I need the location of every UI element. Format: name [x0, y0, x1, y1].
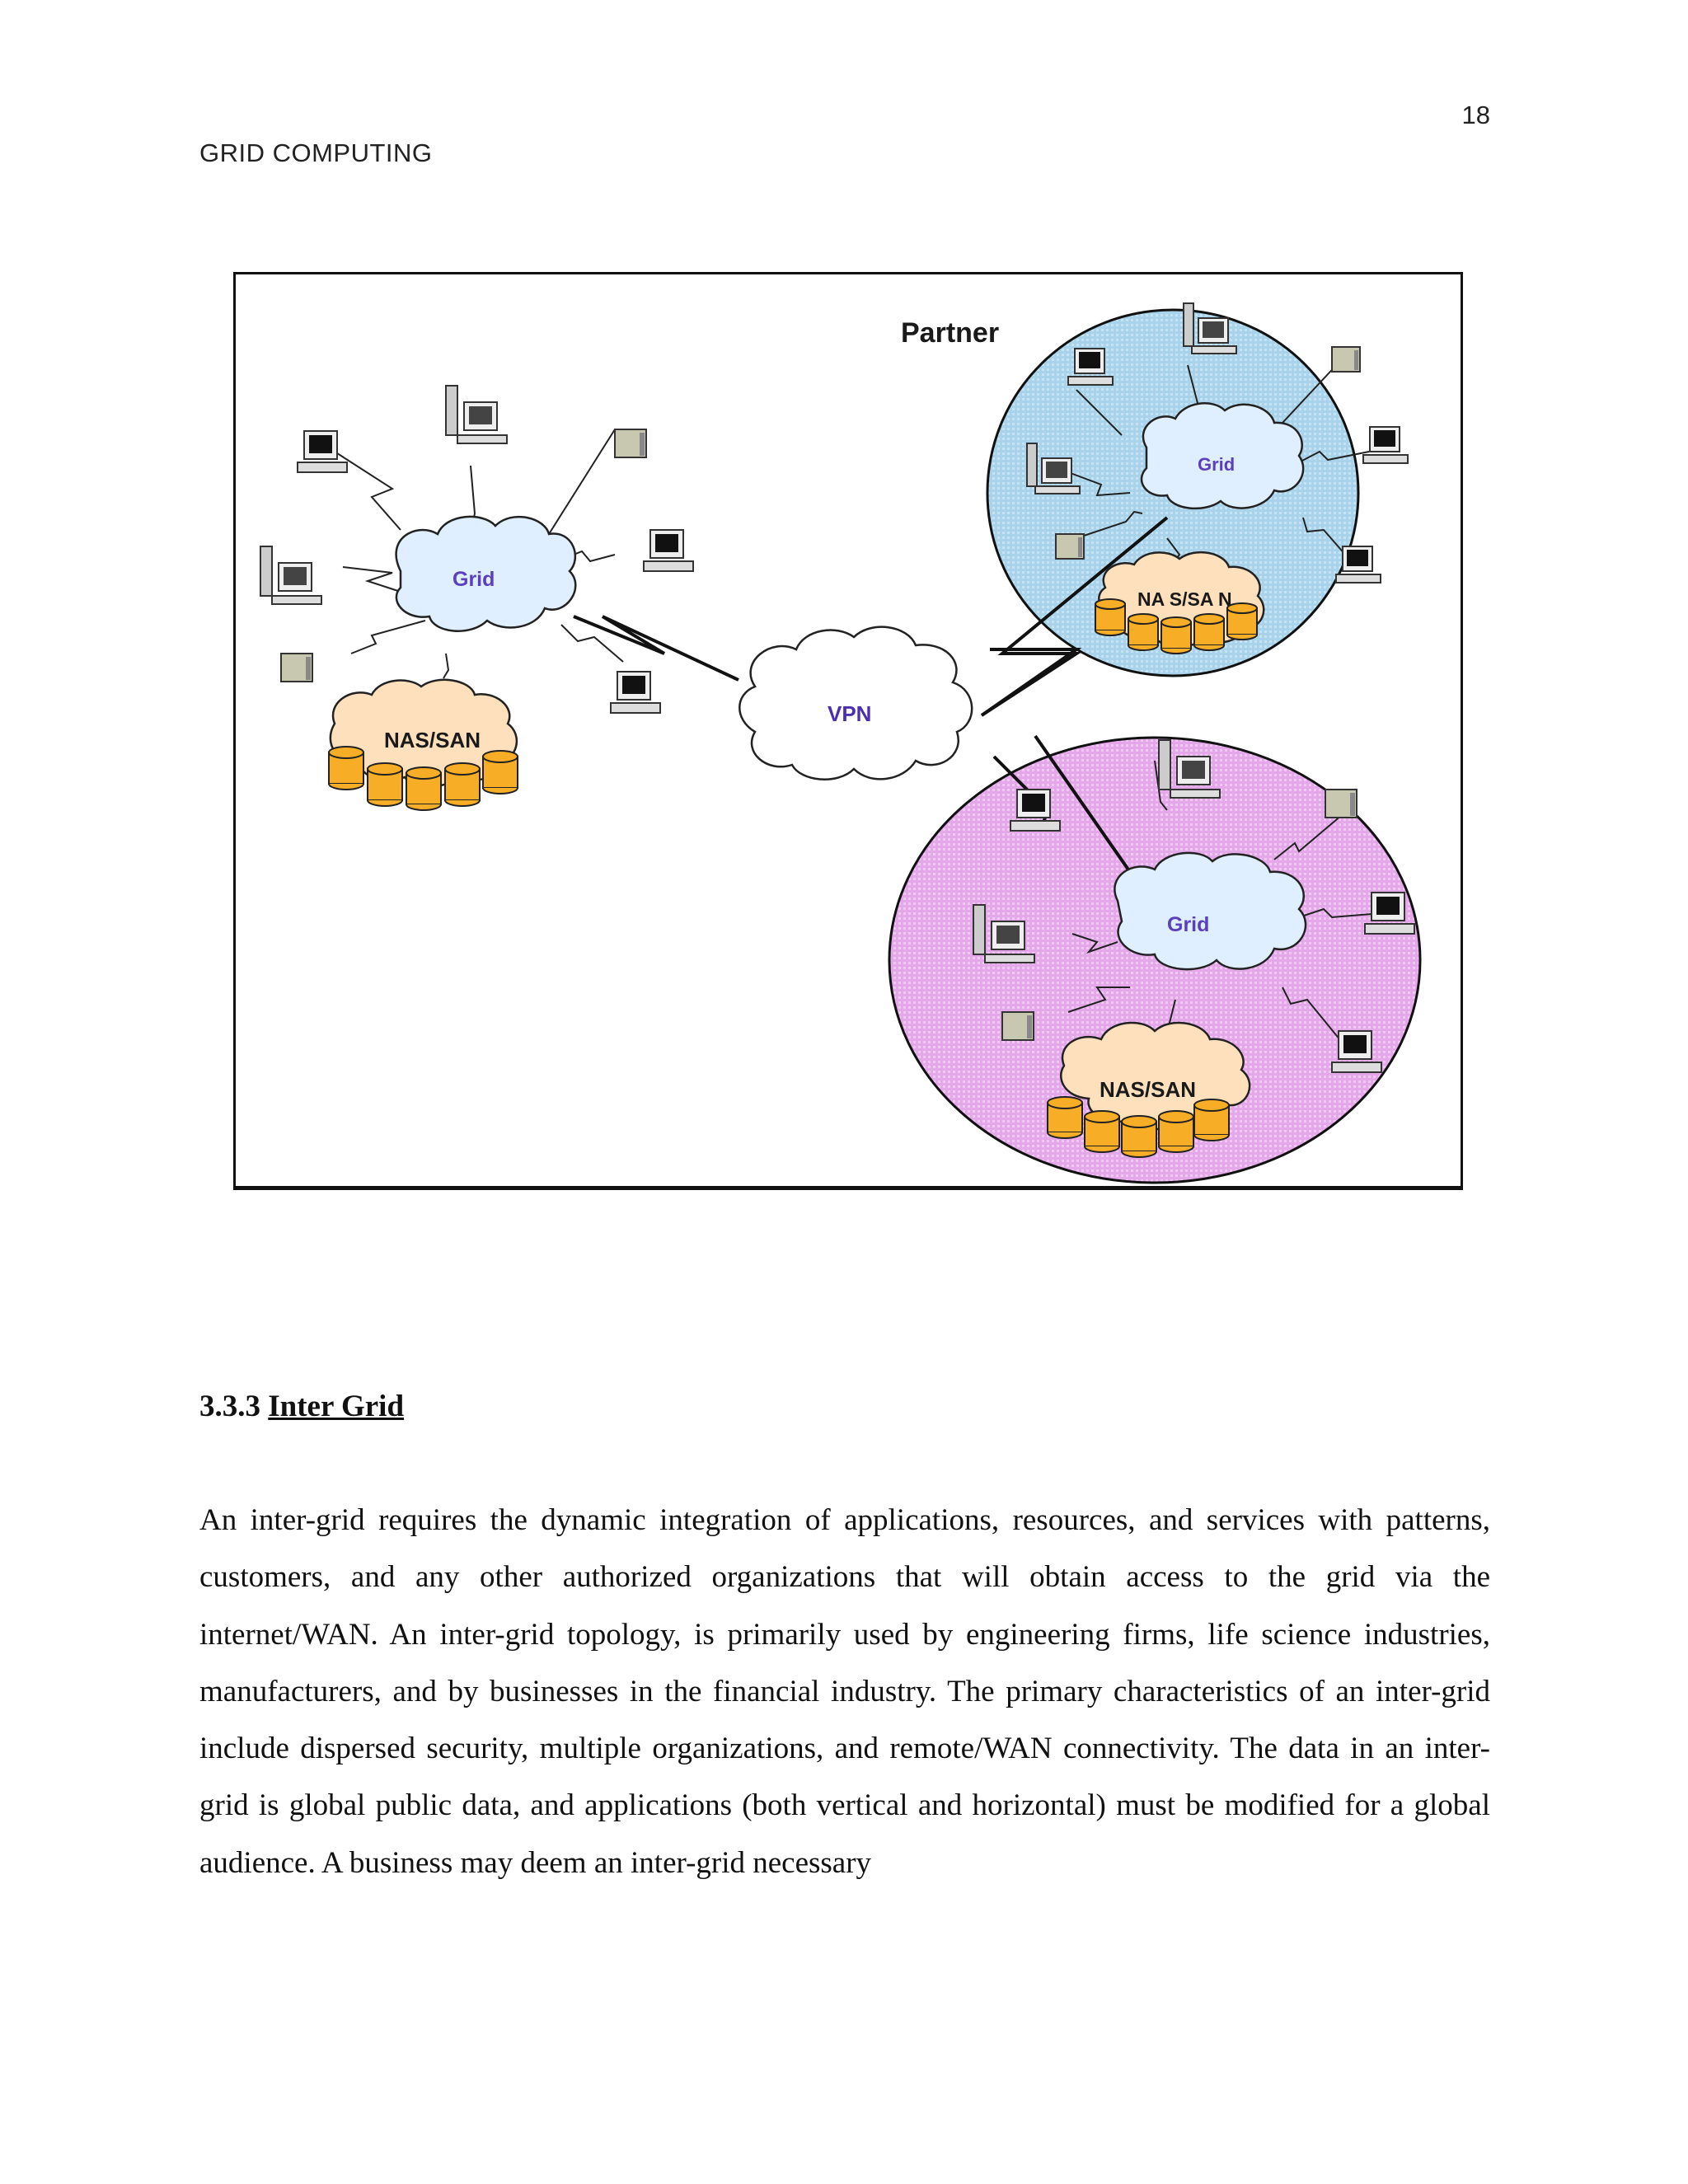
inter-grid-diagram: Partner Grid VPN NAS/SAN Grid NA S/SA N …	[233, 272, 1463, 1190]
section-heading: 3.3.3 Inter Grid	[199, 1389, 404, 1424]
partner-grid-label: Grid	[1198, 454, 1235, 475]
computer-icon	[1331, 1030, 1382, 1073]
database-icon	[444, 762, 481, 807]
section-title: Inter Grid	[268, 1390, 405, 1423]
lower-storage-label: NAS/SAN	[1100, 1077, 1196, 1102]
workstation-icon	[260, 546, 322, 605]
database-icon	[1047, 1096, 1083, 1139]
database-icon	[1226, 602, 1258, 640]
vpn-cloud	[738, 626, 973, 780]
computer-icon	[610, 671, 661, 714]
storage-cylinders	[328, 598, 1258, 1158]
server-icon	[1325, 789, 1357, 818]
computer-icon	[1362, 426, 1409, 464]
computer-icon	[1067, 348, 1114, 386]
server-icon	[1331, 346, 1361, 373]
workstation-icon	[1183, 302, 1237, 354]
computer-icon	[1364, 892, 1415, 935]
database-icon	[1084, 1110, 1120, 1153]
database-icon	[482, 750, 518, 794]
database-icon	[1193, 1099, 1230, 1141]
database-icon	[1121, 1115, 1157, 1158]
section-number: 3.3.3	[199, 1390, 260, 1423]
left-grid-label: Grid	[452, 568, 495, 591]
database-icon	[1095, 598, 1126, 636]
computer-icon	[297, 430, 348, 473]
partner-label: Partner	[901, 317, 999, 349]
left-storage-label: NAS/SAN	[384, 728, 481, 752]
left-grid-cloud	[395, 515, 577, 632]
partner-grid-cloud	[1140, 402, 1305, 510]
server-icon	[280, 653, 313, 682]
workstation-icon	[973, 904, 1035, 963]
page-number: 18	[1461, 101, 1490, 129]
database-icon	[1160, 616, 1192, 654]
database-icon	[367, 762, 403, 807]
computer-icon	[1335, 546, 1381, 583]
lower-grid-label: Grid	[1167, 913, 1209, 936]
database-icon	[1128, 613, 1159, 651]
running-header: GRID COMPUTING	[199, 138, 433, 167]
lower-grid-cloud	[1114, 851, 1307, 971]
diagram-canvas: Partner Grid VPN NAS/SAN Grid NA S/SA N …	[260, 302, 1422, 1184]
server-icon	[1055, 533, 1085, 560]
partner-storage-label: NA S/SA N	[1137, 588, 1232, 610]
workstation-icon	[445, 385, 508, 444]
server-icon	[614, 429, 647, 458]
devices	[260, 302, 1415, 1073]
database-icon	[328, 746, 364, 790]
database-icon	[1158, 1110, 1194, 1153]
database-icon	[1193, 613, 1225, 651]
database-icon	[406, 766, 442, 811]
computer-icon	[1010, 789, 1061, 832]
body-paragraph: An inter-grid requires the dynamic integ…	[199, 1503, 1490, 1880]
workstation-icon	[1026, 443, 1081, 494]
computer-icon	[643, 529, 694, 572]
vpn-label: VPN	[828, 701, 871, 726]
workstation-icon	[1158, 739, 1221, 799]
server-icon	[1001, 1011, 1034, 1041]
